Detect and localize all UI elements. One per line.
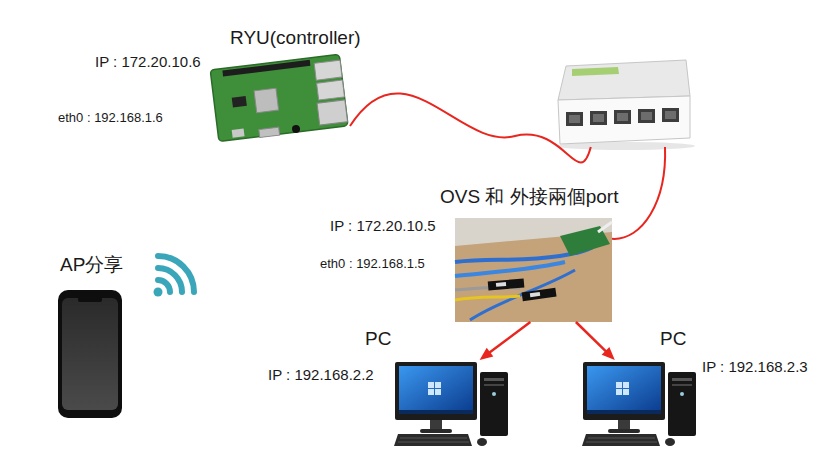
raspberry-pi [210, 54, 348, 142]
network-link [576, 322, 615, 360]
device-title: OVS 和 外接兩個port [440, 186, 618, 209]
pc-node: PCIP : 192.168.2.3 [580, 360, 700, 448]
link-line [612, 147, 665, 239]
network-link [612, 147, 665, 239]
link-line [489, 322, 530, 353]
ip-label: IP : 192.168.2.3 [702, 358, 808, 376]
phone [58, 290, 122, 418]
pc-illustration [394, 362, 508, 446]
interface-label: eth0 : 192.168.1.5 [320, 256, 425, 272]
interface-label: eth0 : 192.168.1.6 [58, 110, 163, 126]
network-link [480, 322, 531, 360]
link-line [576, 322, 606, 352]
device-title: PC [660, 328, 686, 351]
pc-node: PCIP : 192.168.2.2 [392, 360, 512, 448]
ip-label: IP : 192.168.2.2 [268, 366, 374, 384]
device-title: PC [365, 328, 391, 351]
phone-node: AP分享 [58, 290, 122, 418]
ovs-node: OVS 和 外接兩個portIP : 172.20.10.5eth0 : 192… [455, 218, 612, 322]
ovs-photo [455, 218, 612, 322]
device-title: AP分享 [60, 254, 123, 277]
network-switch [555, 60, 695, 150]
switch-node [553, 55, 693, 147]
arrow-head [602, 347, 615, 360]
controller-node: RYU(controller)IP : 172.20.10.6eth0 : 19… [205, 50, 350, 145]
ip-label: IP : 172.20.10.6 [95, 53, 201, 71]
network-link [350, 93, 591, 162]
link-line [350, 93, 591, 162]
pc-illustration [582, 362, 696, 446]
wifi-symbol [154, 256, 195, 297]
device-title: RYU(controller) [230, 27, 361, 50]
ip-label: IP : 172.20.10.5 [330, 217, 436, 235]
arrow-head [480, 348, 494, 360]
